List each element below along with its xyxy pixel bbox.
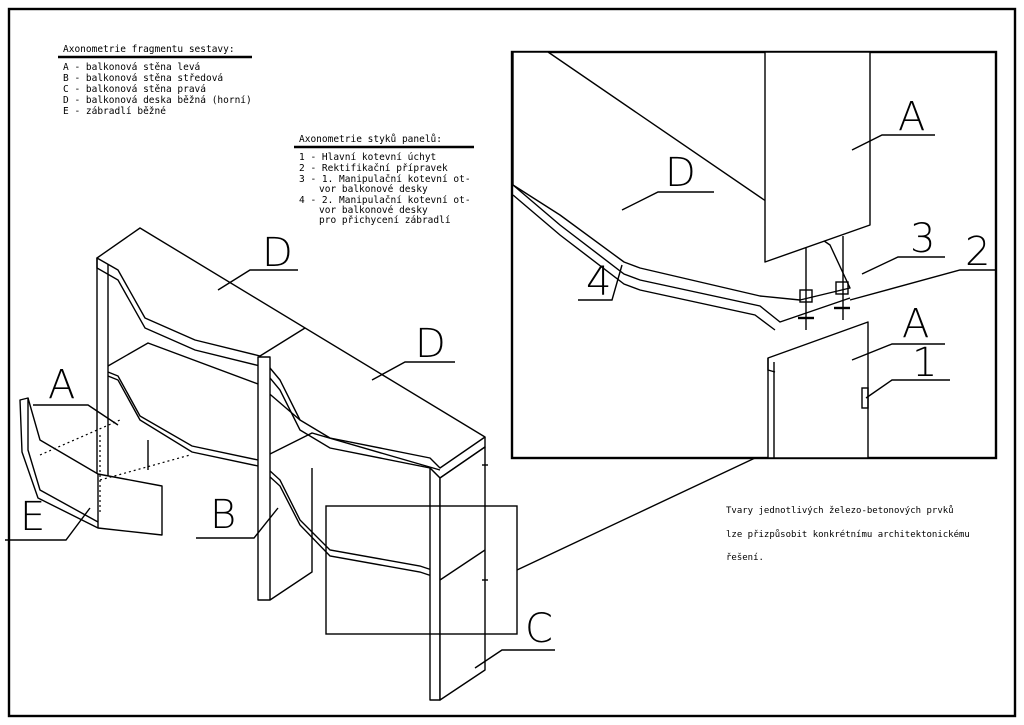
label-d-lower: D (415, 321, 446, 367)
railing-e-panel (19, 397, 163, 536)
deck-d-lower-edge (107, 375, 486, 579)
detail-leader-a-bottom (851, 343, 945, 361)
label-c: C (525, 606, 553, 652)
legend-joints-item: 2 - Rektifikační přípravek (299, 163, 448, 174)
detail-label-3: 3 (910, 216, 935, 262)
legend-joints-item: 4 - 2. Manipulační kotevní ot- (299, 195, 471, 206)
wall-b-panel (257, 356, 271, 601)
leader-a (33, 404, 119, 426)
legend-assembly: Axonometrie fragmentu sestavy: A - balko… (58, 44, 252, 117)
note-line: řešení. (726, 552, 764, 563)
railing-connector (99, 454, 191, 481)
detail-labels: D A 3 2 4 A 1 (578, 94, 995, 399)
legend-joints-item: vor balkonové desky (319, 205, 428, 216)
legend-assembly-item: D - balkonová deska běžná (horní) (63, 95, 252, 106)
legend-joints-title: Axonometrie styků panelů: (299, 134, 442, 145)
detail-label-2: 2 (965, 229, 990, 275)
label-e: E (20, 494, 45, 540)
wall-b-side (269, 468, 313, 601)
detail-label-1: 1 (912, 340, 937, 386)
detail-wall-lip (767, 358, 776, 373)
axonometric-assembly (19, 227, 488, 701)
detail-leader-a-top (851, 134, 935, 151)
detail-leader-d (621, 191, 714, 211)
leader-e (5, 507, 91, 541)
deck-d-lower-back-2 (257, 432, 441, 471)
detail-anchor-3 (799, 289, 813, 303)
detail-wall-a-top (764, 51, 871, 263)
detail-anchor-2 (835, 281, 849, 295)
legend-assembly-item: B - balkonová stěna středová (63, 73, 223, 84)
note-line: lze přizpůsobit konkrétnímu architektoni… (726, 529, 970, 540)
detail-anchor-1 (861, 387, 869, 409)
detail-leader-4 (578, 264, 623, 301)
detail-label-d: D (665, 150, 696, 196)
wall-c-panel (429, 467, 441, 701)
legend-assembly-title: Axonometrie fragmentu sestavy: (63, 44, 235, 55)
wall-c-joint (439, 549, 486, 581)
legend-joints-item: pro přichycení zábradlí (319, 215, 451, 226)
railing-e-edge (27, 398, 99, 523)
legend-assembly-item: A - balkonová stěna levá (63, 62, 200, 73)
detail-leader-3 (861, 256, 945, 275)
detail-wall-a-bottom (767, 321, 869, 459)
legend-assembly-item: C - balkonová stěna pravá (63, 84, 206, 95)
leader-b (196, 507, 279, 539)
detail-label-4: 4 (586, 259, 611, 305)
detail-connector (516, 457, 756, 571)
detail-label-a-bottom: A (902, 301, 929, 347)
deck-d-lower-back (107, 342, 301, 421)
detail-deck-edge (512, 184, 851, 323)
label-a: A (48, 362, 75, 408)
note-line: Tvary jednotlivých železo-betonových prv… (726, 505, 954, 516)
detail-view (510, 50, 998, 460)
label-d-upper: D (262, 230, 293, 276)
detail-leader-2 (849, 269, 995, 301)
main-labels: D D A E B C (5, 230, 555, 669)
legend-assembly-item: E - zábradlí běžné (63, 106, 166, 117)
deck-joint (259, 327, 306, 357)
detail-leader-1 (865, 379, 950, 399)
note: Tvary jednotlivých železo-betonových prv… (726, 505, 970, 563)
detail-marker (325, 505, 518, 635)
detail-frame (510, 50, 998, 460)
leader-d-upper (217, 269, 298, 291)
legend-joints-item: 1 - Hlavní kotevní úchyt (299, 152, 436, 163)
legend-joints: Axonometrie styků panelů: 1 - Hlavní kot… (294, 134, 474, 226)
wall-c-side (439, 446, 486, 701)
leader-c (474, 649, 555, 669)
detail-label-a-top: A (898, 94, 925, 140)
sheet-frame (7, 7, 1017, 718)
wall-a-panel (96, 257, 109, 501)
legend-joints-item: vor balkonové desky (319, 184, 428, 195)
legend-joints-item: 3 - 1. Manipulační kotevní ot- (299, 174, 471, 185)
detail-deck-bottom (512, 194, 776, 331)
label-b: B (210, 492, 236, 538)
leader-d-lower (371, 361, 455, 381)
